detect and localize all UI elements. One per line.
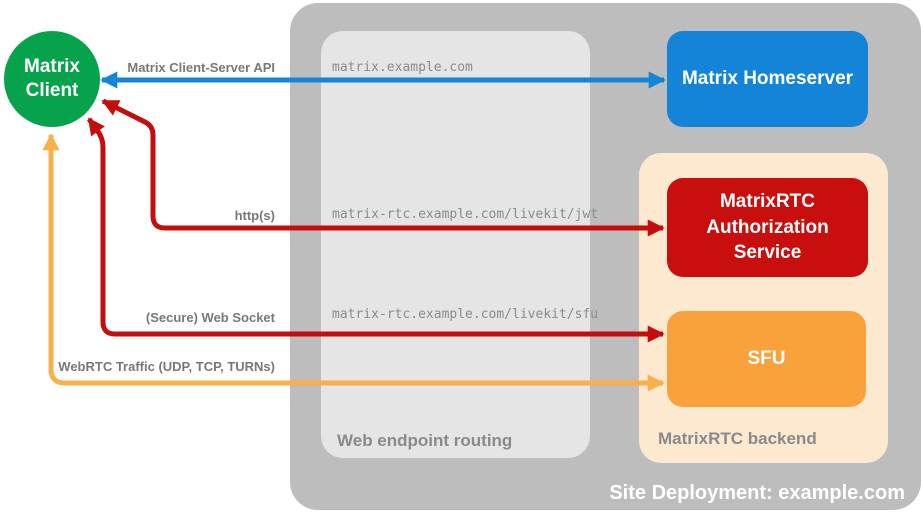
web-endpoint-routing-label: Web endpoint routing xyxy=(337,431,513,450)
cs-api-protocol-label: Matrix Client-Server API xyxy=(127,60,275,75)
site-deployment-label: Site Deployment: example.com xyxy=(609,482,905,504)
websocket-protocol-label: (Secure) Web Socket xyxy=(145,310,275,325)
sfu-label: SFU xyxy=(747,348,786,370)
cs-api-endpoint-label: matrix.example.com xyxy=(332,60,473,75)
auth-http-protocol-label: http(s) xyxy=(234,208,275,223)
matrixrtc-authorization-service-label: MatrixRTC Authorization Service xyxy=(706,191,829,264)
matrix-homeserver-label: Matrix Homeserver xyxy=(681,68,854,90)
sfu-node: SFU xyxy=(667,311,866,407)
matrix-client-label-line2: Client xyxy=(25,80,79,101)
webrtc-protocol-label: WebRTC Traffic (UDP, TCP, TURNs) xyxy=(58,359,275,374)
sfu-endpoint-label: matrix-rtc.example.com/livekit/sfu xyxy=(332,307,599,322)
matrixrtc-authorization-service-node: MatrixRTC Authorization Service xyxy=(667,178,868,277)
web-endpoint-routing-container xyxy=(321,31,590,458)
matrix-client-label-line1: Matrix xyxy=(24,56,80,78)
matrix-client-node: Matrix Client xyxy=(4,31,100,127)
matrix-homeserver-node: Matrix Homeserver xyxy=(667,31,868,127)
auth-endpoint-label: matrix-rtc.example.com/livekit/jwt xyxy=(332,207,599,222)
matrixrtc-backend-label: MatrixRTC backend xyxy=(658,429,817,448)
